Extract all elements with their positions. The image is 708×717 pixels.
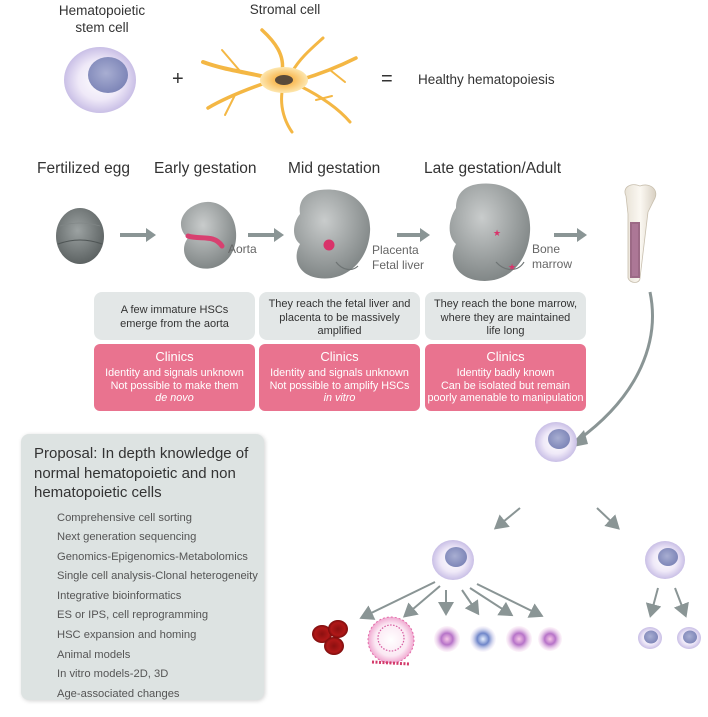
lymphoid-cell-icon-1 — [638, 627, 662, 649]
hsc-label-line2: stem cell — [75, 20, 129, 35]
stage-label-mid-gestation: Mid gestation — [288, 160, 381, 177]
early-embryo-icon — [180, 201, 237, 269]
stage-label-late-gestation-adult: Late gestation/Adult — [424, 160, 562, 177]
bone-icon — [624, 184, 657, 283]
hierarchy-arrows — [359, 507, 689, 620]
proposal-item: HSC expansion and homing — [57, 629, 197, 642]
clinics-early-line2: Not possible to make them — [110, 379, 239, 392]
proposal-item: ES or IPS, cell reprogramming — [57, 609, 209, 622]
clinics-early-title: Clinics — [155, 349, 194, 364]
proposal-item: Integrative bioinformatics — [57, 589, 182, 602]
clinics-late-line2: Can be isolated but remain — [440, 379, 571, 392]
stage-label-early-gestation: Early gestation — [154, 160, 257, 177]
description-late-line2: where they are maintained — [440, 311, 571, 324]
equals-sign: = — [381, 68, 393, 90]
clinics-mid-title: Clinics — [320, 349, 359, 364]
proposal-item: Comprehensive cell sorting — [57, 511, 192, 524]
aorta-label: Aorta — [228, 242, 257, 256]
description-mid-line3: amplified — [317, 325, 362, 337]
megakaryocyte-icon — [367, 616, 415, 666]
stromal-label: Stromal cell — [249, 2, 321, 17]
proposal-title: Proposal: In depth knowledge of normal h… — [21, 434, 264, 503]
fetal-liver-label: Fetal liver — [372, 258, 425, 272]
hsc-label-line1: Hematopoietic — [58, 3, 146, 18]
hsc-label: Hematopoietic stem cell — [52, 2, 152, 36]
clinics-mid-line3: in vitro — [323, 392, 356, 404]
stage-arrows — [120, 228, 587, 242]
red-blood-cells-icon — [312, 620, 348, 655]
description-box-late: They reach the bone marrow, where they a… — [425, 292, 586, 340]
clinics-mid-line2: Not possible to amplify HSCs — [269, 379, 410, 392]
proposal-item: Genomics-Epigenomics-Metabolomics — [57, 550, 248, 563]
hierarchy-hsc-top — [535, 422, 577, 462]
clinics-late-line1: Identity badly known — [456, 367, 555, 379]
clinics-mid-line1: Identity and signals unknown — [270, 367, 409, 379]
proposal-item: Next generation sequencing — [57, 531, 197, 544]
proposal-box: Proposal: In depth knowledge of normal h… — [21, 434, 264, 700]
svg-text:★: ★ — [493, 229, 501, 239]
proposal-title-line2: normal hematopoietic and non — [34, 464, 236, 482]
description-early-line2: emerge from the aorta — [120, 317, 229, 330]
proposal-item: Single cell analysis-Clonal heterogeneit… — [57, 570, 258, 583]
proposal-title-line3: hematopoietic cells — [34, 484, 162, 501]
late-embryo-icon: ★ ★ — [449, 183, 531, 281]
proposal-item: Animal models — [57, 648, 131, 661]
clinics-late-title: Clinics — [486, 349, 525, 364]
description-box-early: A few immature HSCs emerge from the aort… — [94, 292, 255, 340]
proposal-item: Age-associated changes — [57, 687, 180, 700]
placenta-label: Placenta — [372, 243, 419, 257]
description-late-line3: life long — [486, 325, 525, 337]
hierarchy-progenitor-left — [432, 540, 474, 580]
svg-text:★: ★ — [508, 263, 516, 273]
healthy-hematopoiesis-label: Healthy hematopoiesis — [418, 72, 555, 87]
marrow-label: marrow — [532, 257, 573, 271]
granulocyte-icon-2 — [506, 626, 532, 652]
proposal-item: In vitro models-2D, 3D — [57, 668, 169, 681]
mid-embryo-icon — [294, 189, 371, 279]
bone-label: Bone — [532, 242, 561, 256]
clinics-box-mid: Clinics Identity and signals unknown Not… — [259, 344, 420, 411]
plus-sign: + — [172, 68, 184, 90]
clinics-early-line1: Identity and signals unknown — [105, 367, 244, 379]
stage-label-fertilized-egg: Fertilized egg — [37, 160, 131, 177]
clinics-late-line3: poorly amenable to manipulation — [427, 392, 584, 404]
lymphocyte-blue-icon — [470, 626, 496, 652]
fertilized-egg-icon — [56, 208, 104, 264]
proposal-list: Comprehensive cell sorting Next generati… — [21, 509, 264, 705]
description-box-mid: They reach the fetal liver and placenta … — [259, 292, 420, 340]
clinics-early-line3: de novo — [155, 392, 194, 404]
bone-to-hsc-arrow — [577, 291, 654, 442]
hierarchy-progenitor-right — [645, 541, 685, 579]
hsc-cell-icon — [64, 47, 136, 113]
stromal-cell-icon — [201, 28, 358, 134]
lymphoid-cell-icon-2 — [677, 627, 701, 649]
proposal-title-line1: Proposal: In depth knowledge of — [34, 445, 249, 462]
description-early-line1: A few immature HSCs — [120, 304, 229, 316]
clinics-box-late: Clinics Identity badly known Can be isol… — [425, 344, 586, 411]
monocyte-icon — [538, 627, 562, 651]
granulocyte-icon-1 — [434, 626, 460, 652]
description-late-line1: They reach the bone marrow, — [433, 298, 578, 310]
description-mid-line1: They reach the fetal liver and — [268, 298, 411, 310]
clinics-box-early: Clinics Identity and signals unknown Not… — [94, 344, 255, 411]
description-mid-line2: placenta to be massively — [279, 311, 400, 324]
